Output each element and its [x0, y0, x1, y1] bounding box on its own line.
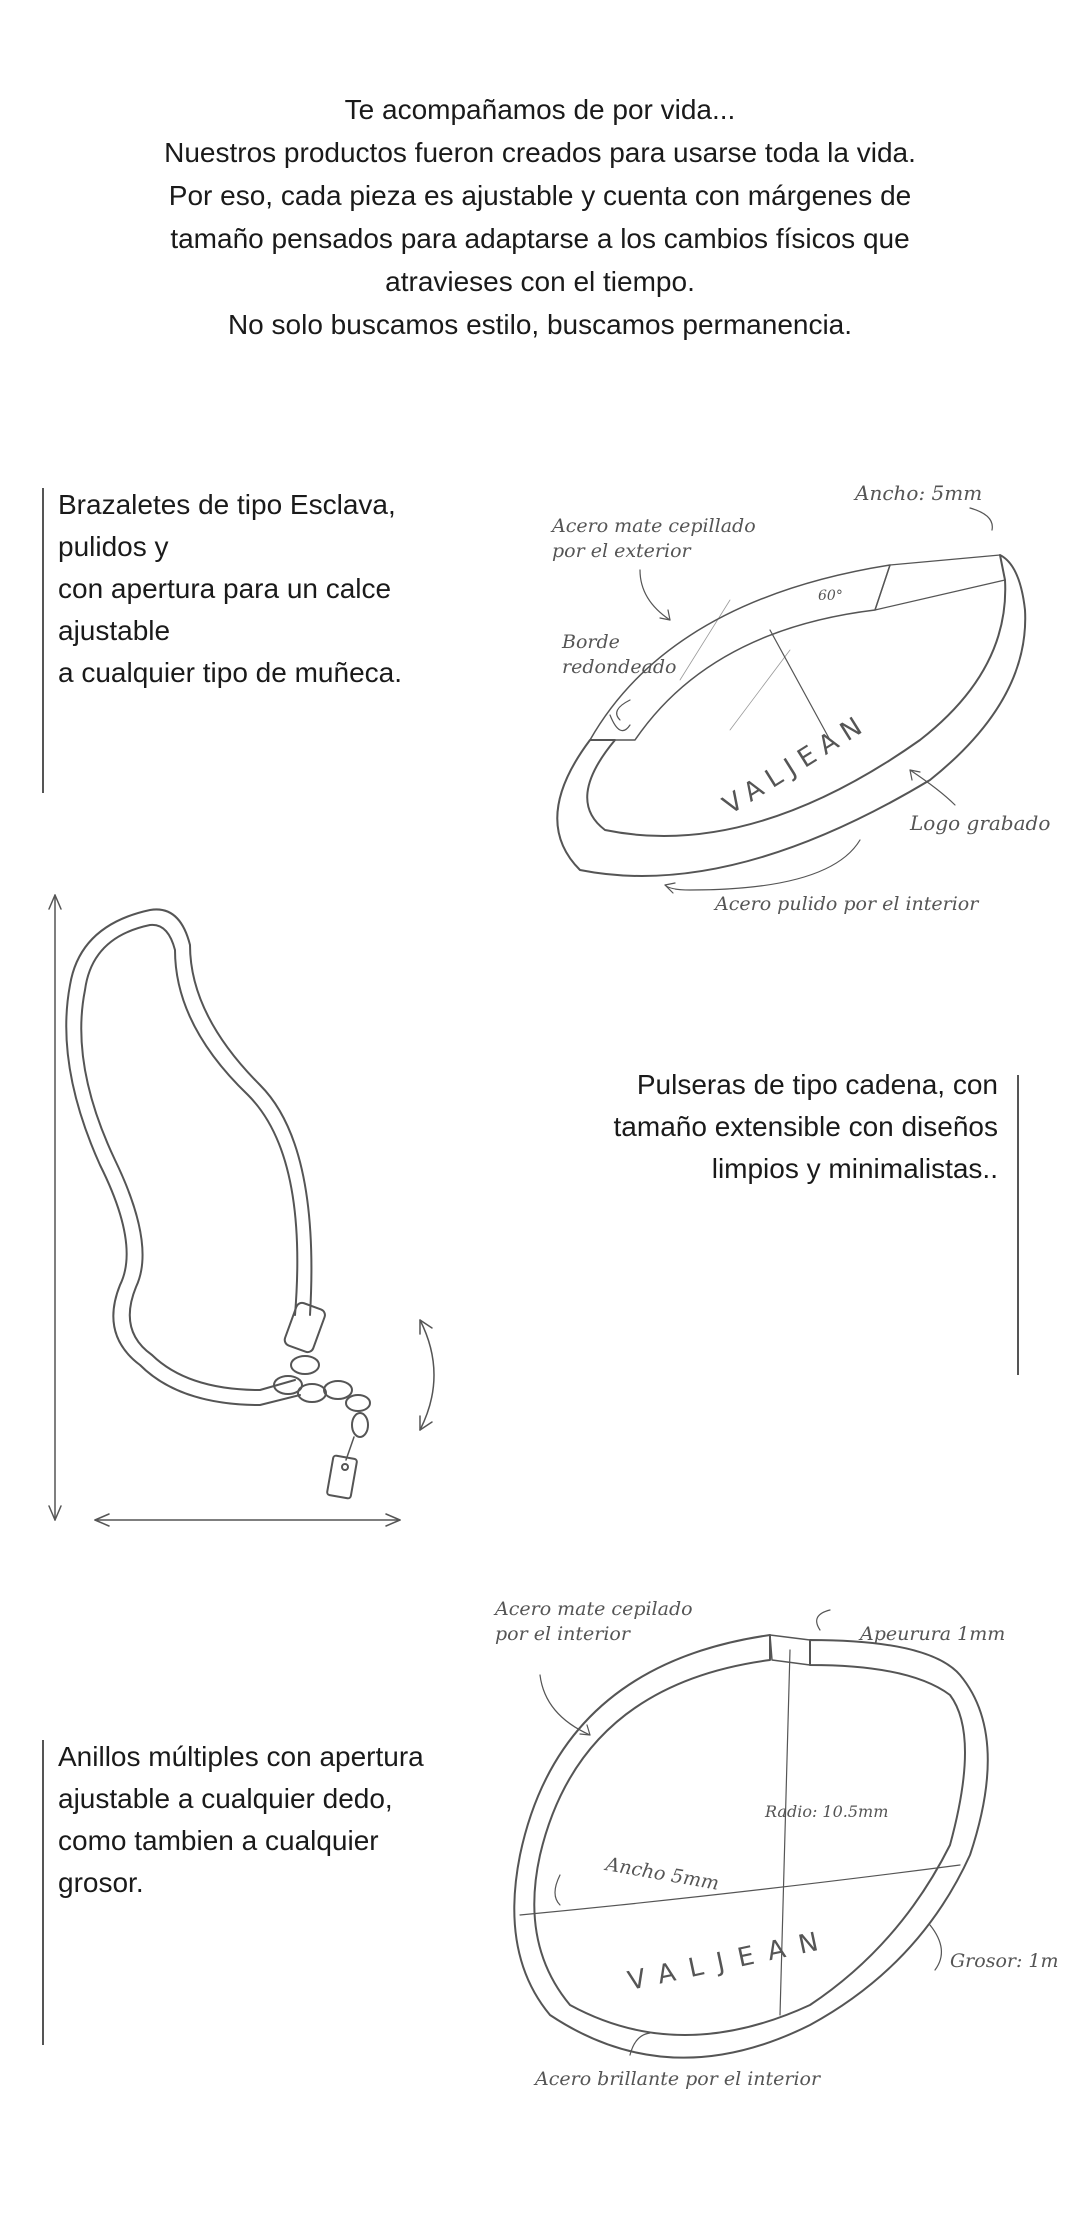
ring-note-apertura: Apeurura 1mm: [858, 1623, 1005, 1645]
bracelet-line: pulidos y: [58, 531, 169, 562]
bracelet-line: Brazaletes de tipo Esclava,: [58, 489, 396, 520]
bracelet-note-acero-pulido: Acero pulido por el interior: [713, 893, 980, 915]
intro-text: Te acompañamos de por vida... Nuestros p…: [40, 88, 1040, 346]
ring-line: Anillos múltiples con apertura: [58, 1741, 424, 1772]
bracelet-note-ancho: Ancho: 5mm: [853, 481, 982, 505]
chain-line: limpios y minimalistas..: [711, 1153, 998, 1184]
bracelet-line: con apertura para un calce: [58, 573, 392, 604]
ring-line: grosor.: [58, 1867, 144, 1898]
ring-note-acero-brillante: Acero brillante por el interior: [533, 2068, 822, 2090]
intro-line: Te acompañamos de por vida...: [344, 94, 736, 125]
intro-line: No solo buscamos estilo, buscamos perman…: [227, 309, 853, 340]
intro-line: tamaño pensados para adaptarse a los cam…: [170, 223, 910, 254]
bracelet-note-angle: 60°: [818, 588, 843, 604]
bracelet-description: Brazaletes de tipo Esclava, pulidos y co…: [58, 484, 402, 694]
bracelet-note-acero-mate-1: Acero mate cepillado: [550, 515, 756, 537]
ring-note-acero-mate-2: por el interior: [495, 1623, 632, 1645]
ring-line: ajustable a cualquier dedo,: [58, 1783, 393, 1814]
ring-note-acero-mate-1: Acero mate cepilado: [493, 1598, 693, 1620]
ring-description: Anillos múltiples con apertura ajustable…: [58, 1736, 424, 1904]
chain-illustration: [48, 894, 435, 1527]
ring-note-radio: Radio: 10.5mm: [764, 1802, 888, 1821]
bracelet-divider: [42, 488, 44, 793]
ring-engraving: VALJEAN: [625, 1924, 834, 1997]
bracelet-note-logo: Logo grabado: [909, 811, 1050, 835]
ring-divider: [42, 1740, 44, 2045]
chain-line: tamaño extensible con diseños: [613, 1111, 998, 1142]
bracelet-note-borde-2: redondeado: [562, 656, 677, 678]
ring-illustration: Acero mate cepilado por el interior Apeu…: [493, 1598, 1059, 2090]
bracelet-illustration: Acero mate cepillado por el exterior Anc…: [550, 481, 1050, 915]
chain-divider: [1017, 1075, 1019, 1375]
intro-line: atravieses con el tiempo.: [385, 266, 695, 297]
bracelet-note-borde-1: Borde: [561, 631, 620, 653]
chain-line: Pulseras de tipo cadena, con: [636, 1069, 998, 1100]
chain-description: Pulseras de tipo cadena, con tamaño exte…: [614, 1064, 998, 1190]
intro-line: Nuestros productos fueron creados para u…: [164, 137, 916, 168]
bracelet-line: a cualquier tipo de muñeca.: [58, 657, 402, 688]
ring-note-ancho: Ancho 5mm: [602, 1853, 720, 1895]
bracelet-note-acero-mate-2: por el exterior: [552, 540, 693, 562]
intro-line: Por eso, cada pieza es ajustable y cuent…: [168, 180, 912, 211]
ring-note-grosor: Grosor: 1m: [950, 1950, 1059, 1972]
bracelet-engraving: VALJEAN: [718, 708, 874, 821]
bracelet-line: ajustable: [58, 615, 171, 646]
ring-line: como tambien a cualquier: [58, 1825, 379, 1856]
